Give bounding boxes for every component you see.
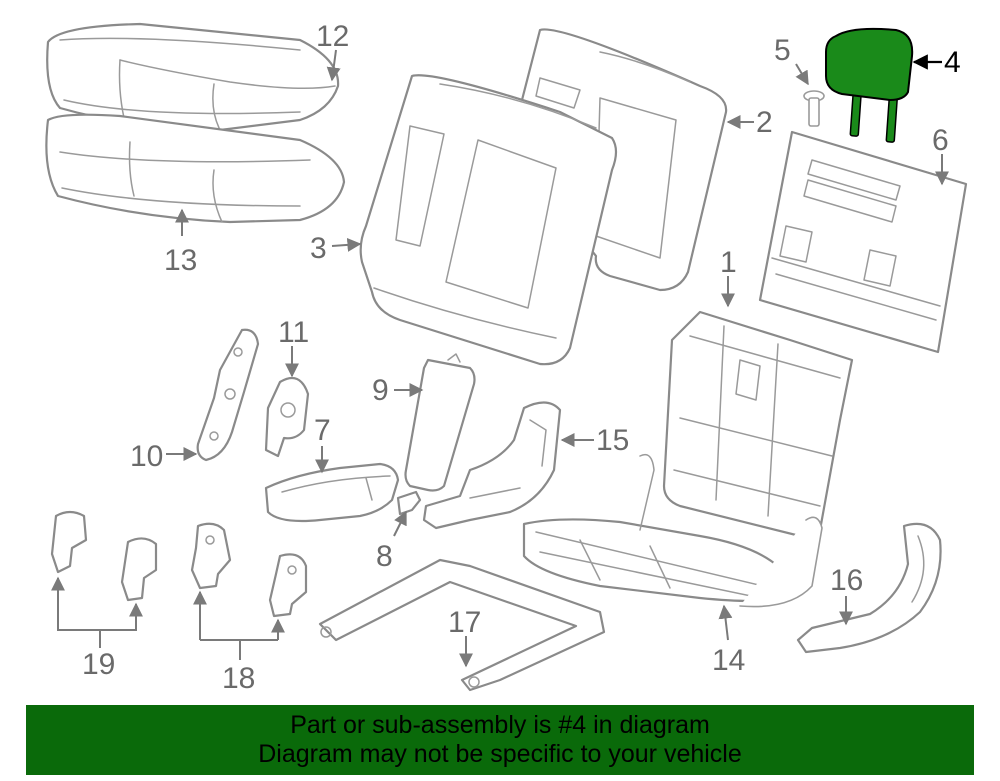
callout-8: 8 [376, 540, 393, 573]
leader-lines [51, 49, 949, 668]
callout-19: 19 [82, 648, 115, 681]
callout-17: 17 [448, 606, 481, 639]
part-17-lower-frame [318, 558, 606, 692]
part-6-seatback-panel [758, 130, 968, 354]
callout-1: 1 [720, 246, 737, 279]
part-1-seat-frame [662, 310, 854, 539]
callout-12: 12 [316, 20, 349, 53]
notice-banner: Part or sub-assembly is #4 in diagram Di… [26, 705, 974, 775]
part-11-cover [264, 376, 310, 458]
part-18-hinge-right [268, 553, 308, 618]
part-12-seat-cushion-upper [46, 22, 340, 132]
part-15-trim-bracket [422, 401, 562, 530]
callout-15: 15 [596, 424, 629, 457]
callout-2: 2 [756, 106, 773, 139]
part-4-headrest [825, 27, 914, 143]
part-5-bolt [803, 90, 825, 127]
callout-10: 10 [130, 440, 163, 473]
part-14-seat-track [522, 453, 823, 608]
callout-9: 9 [372, 374, 389, 407]
part-13-seat-cushion-lower [45, 113, 346, 224]
part-3-seatback-front [359, 74, 618, 366]
banner-line-disclaimer: Diagram may not be specific to your vehi… [258, 740, 742, 768]
callout-labels: 12 13 2 3 4 5 6 1 9 11 10 7 8 15 16 14 1… [82, 20, 961, 695]
banner-line-part-number: Part or sub-assembly is #4 in diagram [290, 711, 710, 739]
callout-16: 16 [830, 564, 863, 597]
callout-6: 6 [932, 124, 949, 157]
part-7-armrest [264, 462, 400, 523]
callout-7: 7 [314, 414, 331, 447]
part-18-hinge-left [190, 522, 232, 590]
callout-5: 5 [774, 34, 791, 67]
callout-3: 3 [310, 232, 327, 265]
callout-18: 18 [222, 662, 255, 695]
part-19-bracket-right [120, 537, 158, 602]
part-9-panel [404, 353, 476, 492]
part-19-bracket-left [50, 510, 88, 574]
callout-13: 13 [164, 244, 197, 277]
part-16-side-trim [796, 522, 942, 654]
callout-4: 4 [944, 46, 961, 79]
callout-14: 14 [712, 644, 745, 677]
part-8-clip [396, 490, 422, 516]
callout-11: 11 [278, 316, 309, 349]
part-10-hinge-bracket [196, 328, 260, 462]
